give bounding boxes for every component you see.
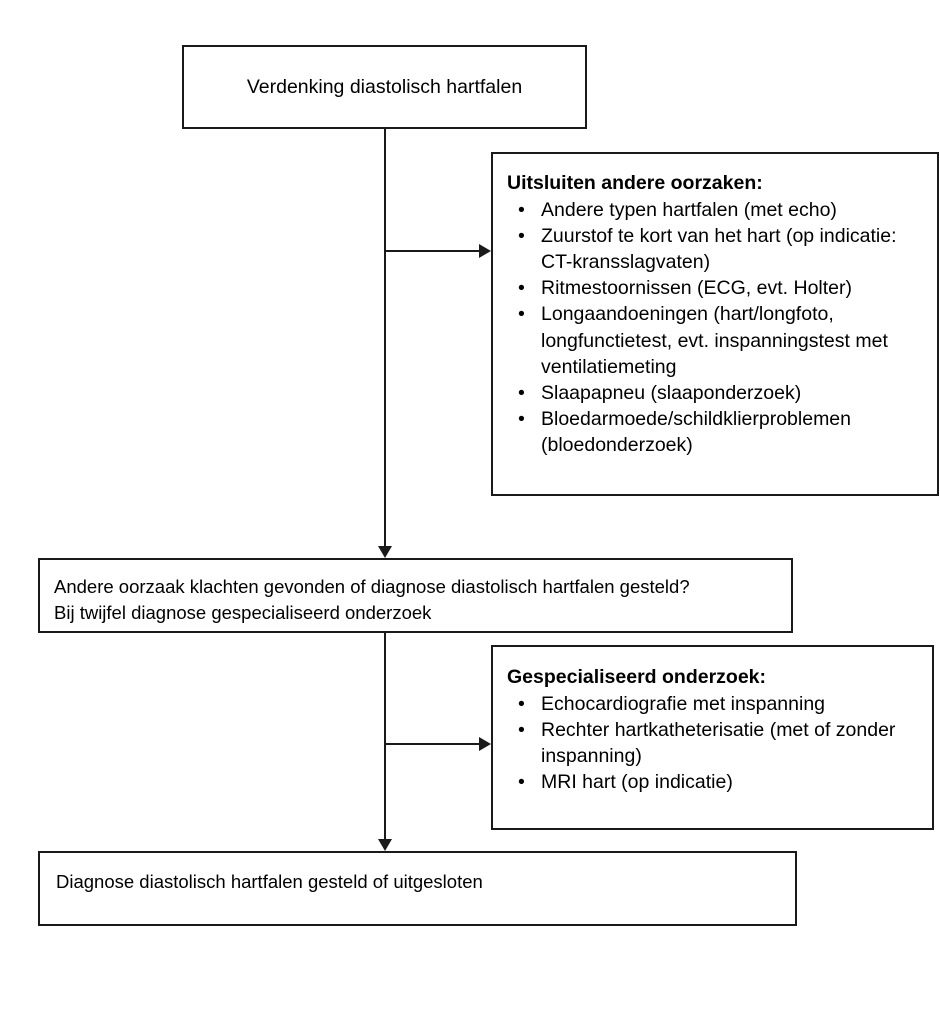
exclude-bullet-list: • Andere typen hartfalen (met echo) • Zu… bbox=[507, 197, 927, 457]
list-item-label: Andere typen hartfalen (met echo) bbox=[541, 199, 837, 222]
bullet-dot-icon: • bbox=[518, 719, 525, 742]
node-uitsluiten-andere-oorzaken[interactable]: Uitsluiten andere oorzaken: • Andere typ… bbox=[491, 152, 939, 496]
end-content: Diagnose diastolisch hartfalen gesteld o… bbox=[40, 853, 795, 894]
decision-content: Andere oorzaak klachten gevonden of diag… bbox=[40, 560, 791, 627]
arrowhead-to-end bbox=[378, 839, 392, 851]
connector-start-to-decision bbox=[384, 129, 386, 546]
list-item-label: Echocardiografie met inspanning bbox=[541, 693, 826, 716]
connector-to-exclude-box bbox=[385, 250, 479, 252]
special-bullet-list: • Echocardiografie met inspanning • Rech… bbox=[507, 691, 922, 795]
bullet-dot-icon: • bbox=[518, 407, 525, 430]
list-item: • Ritmestoornissen (ECG, evt. Holter) bbox=[507, 275, 927, 301]
arrowhead-to-special-box bbox=[479, 737, 491, 751]
bullet-dot-icon: • bbox=[518, 693, 525, 716]
node-start-label: Verdenking diastolisch hartfalen bbox=[246, 76, 523, 98]
exclude-content: Uitsluiten andere oorzaken: • Andere typ… bbox=[493, 154, 937, 458]
decision-line-1: Andere oorzaak klachten gevonden of diag… bbox=[54, 576, 690, 597]
list-item: • Rechter hartkatheterisatie (met of zon… bbox=[507, 717, 922, 769]
decision-line-2: Bij twijfel diagnose gespecialiseerd ond… bbox=[54, 602, 432, 624]
exclude-title: Uitsluiten andere oorzaken: bbox=[507, 172, 763, 194]
list-item: • MRI hart (op indicatie) bbox=[507, 769, 922, 795]
bullet-dot-icon: • bbox=[518, 771, 525, 794]
list-item-label: Rechter hartkatheterisatie (met of zonde… bbox=[541, 719, 896, 768]
list-item-label: Slaapapneu (slaaponderzoek) bbox=[541, 381, 802, 404]
list-item-label: Longaandoeningen (hart/longfoto, longfun… bbox=[541, 303, 888, 378]
arrowhead-to-exclude-box bbox=[479, 244, 491, 258]
arrowhead-to-decision bbox=[378, 546, 392, 558]
list-item: • Slaapapneu (slaaponderzoek) bbox=[507, 380, 927, 406]
list-item: • Longaandoeningen (hart/longfoto, longf… bbox=[507, 301, 927, 379]
node-gespecialiseerd-onderzoek[interactable]: Gespecialiseerd onderzoek: • Echocardiog… bbox=[491, 645, 934, 830]
node-decision-andere-oorzaak[interactable]: Andere oorzaak klachten gevonden of diag… bbox=[38, 558, 793, 633]
connector-decision-to-end bbox=[384, 633, 386, 839]
special-content: Gespecialiseerd onderzoek: • Echocardiog… bbox=[493, 647, 932, 795]
list-item-label: Ritmestoornissen (ECG, evt. Holter) bbox=[541, 277, 853, 300]
bullet-dot-icon: • bbox=[518, 303, 525, 326]
special-title: Gespecialiseerd onderzoek: bbox=[507, 666, 767, 688]
list-item: • Andere typen hartfalen (met echo) bbox=[507, 197, 927, 223]
node-verdenking-diastolisch-hartfalen[interactable]: Verdenking diastolisch hartfalen bbox=[182, 45, 587, 129]
list-item-label: Bloedarmoede/schildklierproblemen (bloed… bbox=[541, 407, 852, 456]
connector-to-special-box bbox=[385, 743, 479, 745]
node-diagnose-gesteld-of-uitgesloten[interactable]: Diagnose diastolisch hartfalen gesteld o… bbox=[38, 851, 797, 926]
bullet-dot-icon: • bbox=[518, 277, 525, 300]
list-item: • Zuurstof te kort van het hart (op indi… bbox=[507, 223, 927, 275]
bullet-dot-icon: • bbox=[518, 381, 525, 404]
list-item-label: Zuurstof te kort van het hart (op indica… bbox=[541, 225, 897, 274]
bullet-dot-icon: • bbox=[518, 199, 525, 222]
list-item-label: MRI hart (op indicatie) bbox=[541, 771, 733, 794]
node-end-label: Diagnose diastolisch hartfalen gesteld o… bbox=[56, 871, 483, 892]
list-item: • Bloedarmoede/schildklierproblemen (blo… bbox=[507, 406, 927, 458]
bullet-dot-icon: • bbox=[518, 225, 525, 248]
list-item: • Echocardiografie met inspanning bbox=[507, 691, 922, 717]
